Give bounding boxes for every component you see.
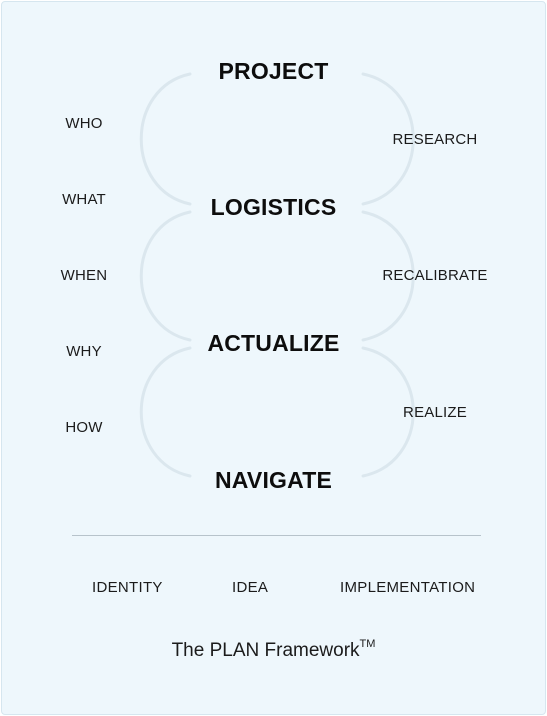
left-loop-1	[139, 72, 192, 206]
question-when: WHEN	[60, 267, 108, 284]
framework-title-text: The PLAN Framework	[171, 640, 360, 661]
right-loop-3	[361, 346, 415, 478]
question-how: HOW	[65, 419, 103, 436]
right-loop-2	[361, 210, 415, 342]
question-who: WHO	[65, 115, 103, 132]
action-research: RESEARCH	[392, 131, 478, 148]
pillar-idea: IDEA	[232, 579, 269, 596]
action-recalibrate: RECALIBRATE	[382, 267, 488, 284]
right-loop-1	[361, 72, 415, 206]
trademark-mark: TM	[359, 638, 376, 650]
stage-navigate: NAVIGATE	[214, 467, 333, 493]
pillar-identity: IDENTITY	[92, 579, 163, 596]
question-why: WHY	[66, 343, 102, 360]
left-loop-3	[139, 346, 192, 478]
question-what: WHAT	[62, 191, 106, 208]
stage-project: PROJECT	[218, 58, 329, 84]
action-realize: REALIZE	[403, 404, 467, 421]
divider	[72, 535, 481, 536]
stage-logistics: LOGISTICS	[210, 194, 337, 220]
framework-title: The PLAN FrameworkTM	[0, 638, 547, 662]
stage-actualize: ACTUALIZE	[207, 330, 340, 356]
pillar-implementation: IMPLEMENTATION	[340, 579, 476, 596]
left-loop-2	[139, 210, 192, 342]
